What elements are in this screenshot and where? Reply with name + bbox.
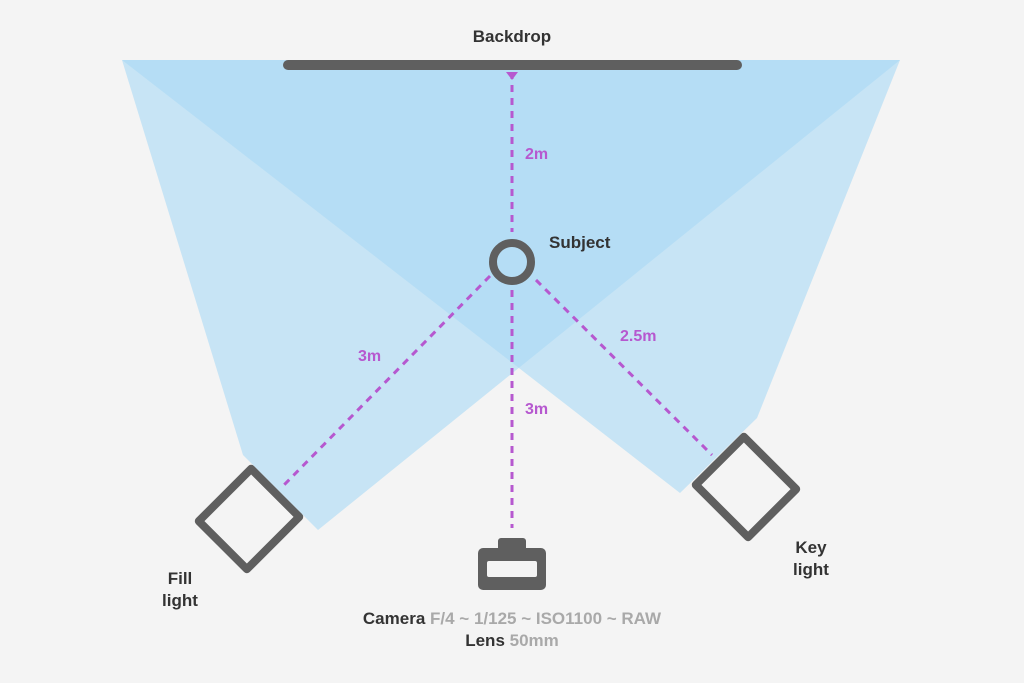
key-subject-distance-line <box>534 278 714 457</box>
camera-label: Camera <box>362 609 426 628</box>
camera-values: F/4 ~ 1/125 ~ ISO1100 ~ RAW <box>430 609 662 628</box>
backdrop-label: Backdrop <box>472 27 552 46</box>
subject-label: Subject <box>549 233 611 252</box>
key-light-beam <box>122 60 900 493</box>
fill-light-icon <box>194 464 304 574</box>
key-light-icon <box>691 432 801 542</box>
fill-light-label-line2: light <box>162 591 198 610</box>
camera-settings-line: Camera F/4 ~ 1/125 ~ ISO1100 ~ RAW <box>0 608 1024 630</box>
fill-subject-distance-label: 3m <box>358 348 382 365</box>
lens-settings-line: Lens 50mm <box>0 630 1024 652</box>
subject-icon <box>489 239 535 285</box>
key-light-label-line1: Key <box>795 538 827 557</box>
fill-light-label: Fill light <box>150 568 210 612</box>
camera-subject-distance-label: 3m <box>525 401 549 418</box>
lens-label: Lens <box>465 631 505 650</box>
camera-icon <box>478 538 546 590</box>
fill-subject-distance-line <box>280 274 492 489</box>
backdrop-arrowhead <box>506 72 518 80</box>
lens-value: 50mm <box>509 631 559 650</box>
key-light-label: Key light <box>781 537 841 581</box>
key-light-label-line2: light <box>793 560 829 579</box>
key-subject-distance-label: 2.5m <box>620 328 657 345</box>
backdrop-subject-distance-label: 2m <box>525 146 549 163</box>
fill-light-label-line1: Fill <box>167 569 193 588</box>
